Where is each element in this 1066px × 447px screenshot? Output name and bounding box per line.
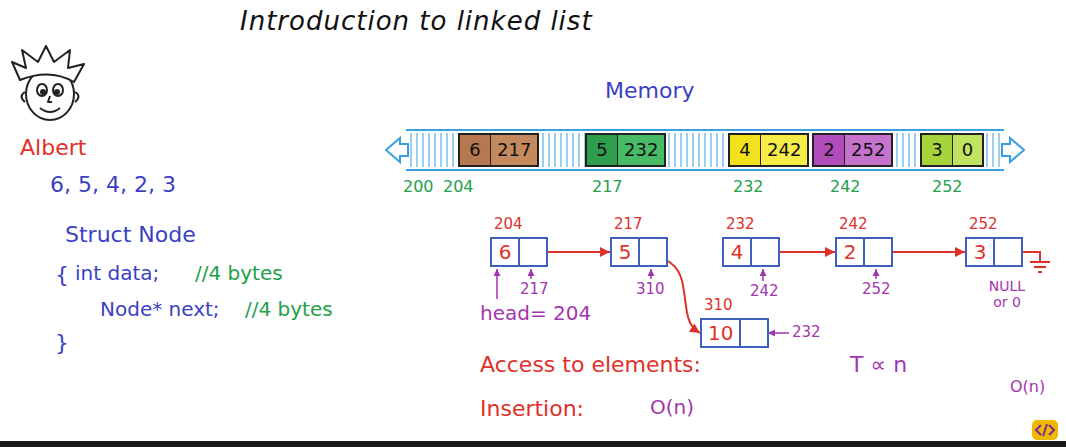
- pointer-arrow: [668, 261, 700, 333]
- diagram-title: Introduction to linked list: [240, 6, 593, 36]
- head-pointer: head= 204: [480, 302, 591, 325]
- pointer-arrow: [548, 251, 610, 253]
- node-address: 232: [726, 215, 755, 233]
- pointer-address: 232: [617, 135, 664, 165]
- memory-block: 2252: [812, 133, 893, 167]
- memory-block: 4242: [728, 133, 809, 167]
- pointer-cell: [520, 239, 546, 265]
- memory-address: 252: [932, 178, 963, 196]
- pointer-value: 242: [750, 283, 779, 300]
- memory-address: 204: [443, 178, 474, 196]
- code-comment: //4 bytes: [195, 262, 283, 285]
- node-value: 5: [587, 135, 617, 165]
- complexity-heading: Insertion:: [480, 396, 584, 421]
- code-comment: //4 bytes: [245, 298, 333, 321]
- pointer-cell: [865, 239, 891, 265]
- list-node: 2324: [722, 237, 780, 267]
- node-value: 3: [922, 135, 952, 165]
- memory-block: 30: [920, 133, 984, 167]
- pointer-cell: [752, 239, 778, 265]
- memory-heading: Memory: [605, 78, 694, 103]
- pointer-cell: [741, 320, 767, 346]
- node-value: 5: [612, 239, 640, 265]
- node-value: 4: [724, 239, 752, 265]
- list-node: 2175: [610, 237, 668, 267]
- pointer-address: 217: [490, 135, 537, 165]
- node-address: 310: [704, 296, 733, 314]
- pointer-arrow: [893, 251, 965, 253]
- complexity-heading: Access to elements:: [480, 352, 701, 377]
- node-value: 6: [460, 135, 490, 165]
- memory-block: 6217: [458, 133, 539, 167]
- node-value: 6: [492, 239, 520, 265]
- pointer-address: 242: [760, 135, 807, 165]
- node-value: 2: [814, 135, 844, 165]
- node-value: 4: [730, 135, 760, 165]
- node-address: 204: [494, 215, 523, 233]
- memory-band: [386, 130, 1024, 170]
- pointer-address: 252: [844, 135, 891, 165]
- number-sequence: 6, 5, 4, 2, 3: [50, 172, 176, 197]
- pointer-value: 252: [862, 281, 891, 298]
- pointer-value: 217: [520, 281, 549, 298]
- person-name: Albert: [20, 135, 86, 160]
- list-node: 2422: [835, 237, 893, 267]
- complexity-formula: O(n): [1010, 378, 1045, 396]
- memory-address: 217: [592, 178, 623, 196]
- pointer-value: 310: [636, 281, 665, 298]
- node-value: 10: [702, 320, 741, 346]
- node-value: 2: [837, 239, 865, 265]
- bottom-bar: [0, 441, 1066, 447]
- node-address: 252: [969, 215, 998, 233]
- pointer-address: 0: [952, 135, 982, 165]
- cartoon-face: [12, 46, 84, 120]
- list-node: 2523: [965, 237, 1023, 267]
- memory-strip: Memory621752324242225230: [385, 128, 1025, 172]
- struct-header: Struct Node: [65, 222, 196, 247]
- code-field: int data;: [75, 262, 159, 285]
- pointer-arrow: [780, 251, 835, 253]
- list-node: 2046: [490, 237, 548, 267]
- complexity-formula: O(n): [650, 396, 694, 419]
- code-field: Node* next;: [100, 298, 220, 321]
- null-note: NULL or 0: [982, 278, 1032, 310]
- code-brace: {: [55, 262, 69, 287]
- memory-address: 242: [830, 178, 861, 196]
- node-address: 242: [839, 215, 868, 233]
- channel-logo: [1032, 420, 1058, 440]
- node-address: 217: [614, 215, 643, 233]
- code-brace: }: [55, 330, 69, 355]
- memory-address: 232: [733, 178, 764, 196]
- complexity-formula: T ∝ n: [850, 352, 907, 377]
- pointer-value: 232: [792, 324, 821, 341]
- pointer-cell: [995, 239, 1021, 265]
- memory-block: 5232: [585, 133, 666, 167]
- memory-address: 200: [403, 178, 434, 196]
- list-node: 31010: [700, 318, 769, 348]
- node-value: 3: [967, 239, 995, 265]
- pointer-cell: [640, 239, 666, 265]
